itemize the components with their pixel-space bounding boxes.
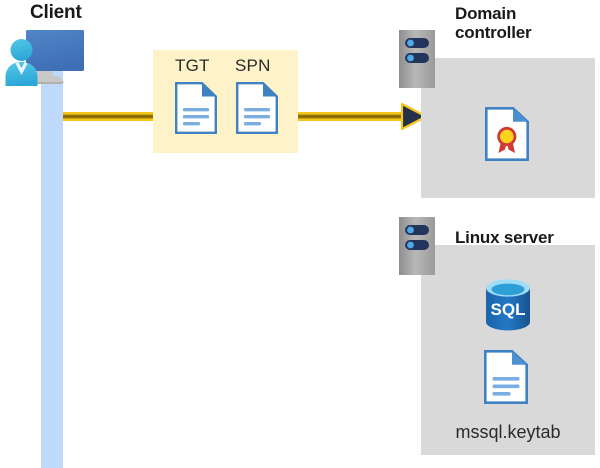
linux-server-title: Linux server xyxy=(455,228,554,247)
linux-server-icon xyxy=(399,217,435,275)
tgt-document-icon xyxy=(175,82,217,139)
domain-controller-title-line1: Domain xyxy=(455,4,517,23)
user-workstation-icon xyxy=(4,28,92,90)
spn-label: SPN xyxy=(235,56,271,75)
keytab-filename-label: mssql.keytab xyxy=(455,422,561,442)
client-lifeline xyxy=(41,62,63,468)
message-arrowhead-icon xyxy=(400,102,429,131)
client-title: Client xyxy=(30,2,82,23)
certificate-document-icon xyxy=(485,107,529,166)
keytab-document-icon xyxy=(484,350,528,409)
message-line-segment-left xyxy=(63,112,155,121)
spn-document-icon xyxy=(236,82,278,139)
domain-controller-title: Domain controller xyxy=(455,4,595,42)
sql-database-icon: SQL xyxy=(481,277,535,338)
message-line-segment-right xyxy=(296,112,406,121)
domain-controller-title-line2: controller xyxy=(455,23,532,43)
svg-text:SQL: SQL xyxy=(491,300,526,319)
tgt-label: TGT xyxy=(175,56,210,75)
domain-controller-server-icon xyxy=(399,30,435,88)
ticket-group-box: TGT SPN xyxy=(153,50,298,153)
